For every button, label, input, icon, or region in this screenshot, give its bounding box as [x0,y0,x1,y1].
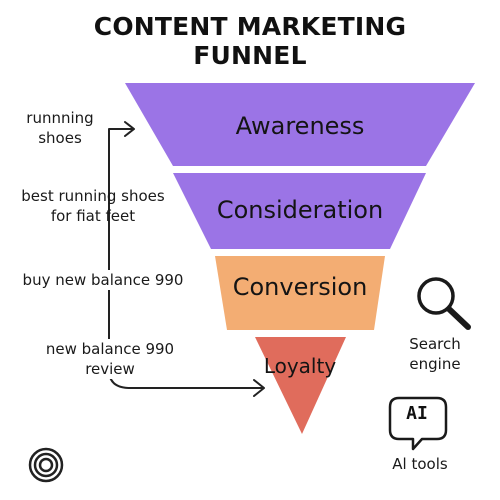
query-new-balance-review: new balance 990 review [30,339,190,379]
stage-shape-loyalty [255,337,346,434]
title-line-1: CONTENT MARKETING [93,12,407,41]
tool-label-ai-tools: Al tools [392,455,448,473]
magnifier-icon [417,277,471,330]
stage-label-loyalty: Loyalty [263,354,337,378]
diagram-title: CONTENT MARKETING FUNNEL [0,12,500,70]
stage-shape-awareness [125,83,475,166]
arrow-head-top [124,121,135,137]
stage-shape-conversion [215,256,385,330]
query-buy-new-balance: buy new balance 990 [0,270,206,290]
stage-label-awareness: Awareness [235,112,365,140]
ai-icon-text: AI [406,403,428,424]
ai-chat-icon [388,396,448,451]
tool-label-search-engine: Search engine [409,335,461,373]
query-best-running-shoes: best running shoes for fiat feet [21,187,165,225]
brand-logo-icon [28,447,64,483]
connector-line [108,128,134,371]
stage-label-consideration: Consideration [216,196,384,224]
stage-label-conversion: Conversion [232,273,368,301]
arrow-head-bottom [253,379,265,397]
query-running-shoes: runnning shoes [26,109,94,147]
title-line-2: FUNNEL [193,41,307,70]
stage-shape-consideration [173,173,426,249]
